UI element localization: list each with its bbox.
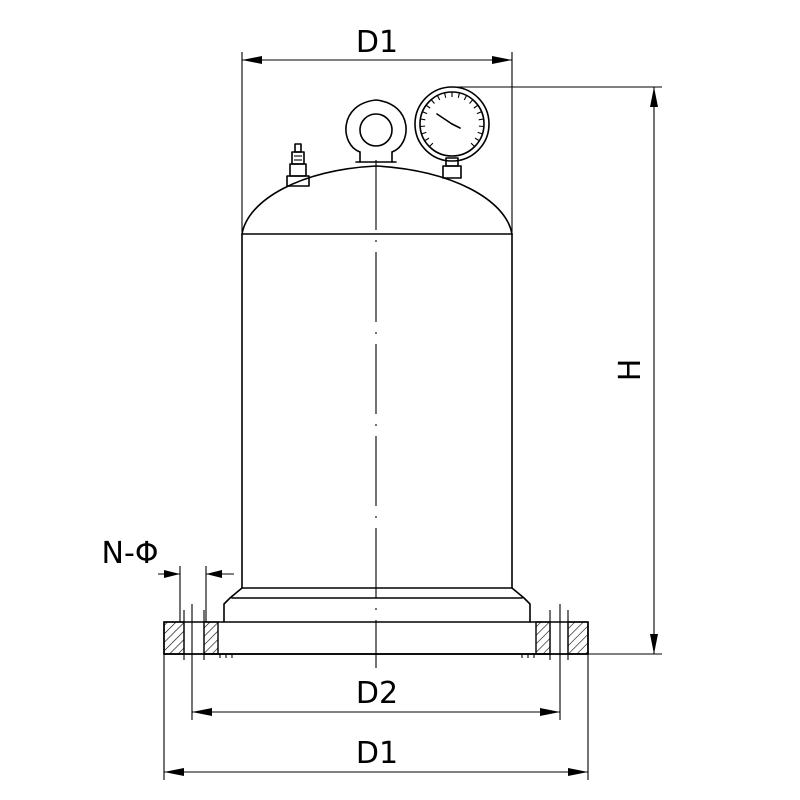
gauge-tick	[469, 99, 474, 104]
flange-neck	[223, 587, 531, 623]
pressure-gauge	[414, 86, 490, 179]
gauge-tick	[477, 131, 483, 135]
dimension-h: H	[448, 86, 662, 655]
vent-valve	[286, 143, 310, 187]
flange-section-right-inner	[535, 621, 551, 655]
gauge-tick	[430, 99, 435, 104]
gauge-tick	[443, 92, 447, 98]
gauge-tick	[476, 111, 482, 115]
gauge-tick	[470, 142, 476, 148]
bottom-flange	[163, 610, 589, 660]
gauge-tick	[428, 142, 434, 148]
label-d2: D2	[356, 676, 398, 711]
label-n-phi: N-Φ	[102, 536, 159, 571]
gauge-tick	[420, 118, 426, 121]
gauge-tick	[474, 137, 480, 142]
label-d1-bottom: D1	[356, 736, 398, 771]
flange-section-left-outer	[163, 621, 185, 655]
dimension-d1-bottom: D1	[163, 654, 589, 780]
dimension-d1-top: D1	[241, 25, 513, 232]
lifting-eye	[345, 99, 407, 163]
flange-section-right-outer	[567, 621, 589, 655]
label-h: H	[613, 359, 648, 382]
housing-body	[241, 233, 513, 589]
gauge-needle	[436, 113, 453, 125]
gauge-tick	[424, 137, 430, 142]
gauge-tick	[457, 92, 461, 98]
dimension-n-phi: N-Φ	[102, 536, 234, 622]
domed-head	[241, 165, 513, 235]
gauge-tick	[425, 104, 431, 109]
label-d1-top: D1	[356, 25, 398, 60]
flange-section-left-inner	[203, 621, 219, 655]
gauge-tick	[421, 131, 427, 135]
dimension-d2: D2	[191, 604, 561, 720]
gauge-tick	[478, 118, 484, 121]
gauge-tick	[436, 95, 441, 101]
gauge-tick	[422, 111, 428, 115]
gauge-ticks	[420, 92, 484, 148]
gauge-tick	[463, 95, 468, 101]
gauge-tick	[473, 104, 479, 109]
